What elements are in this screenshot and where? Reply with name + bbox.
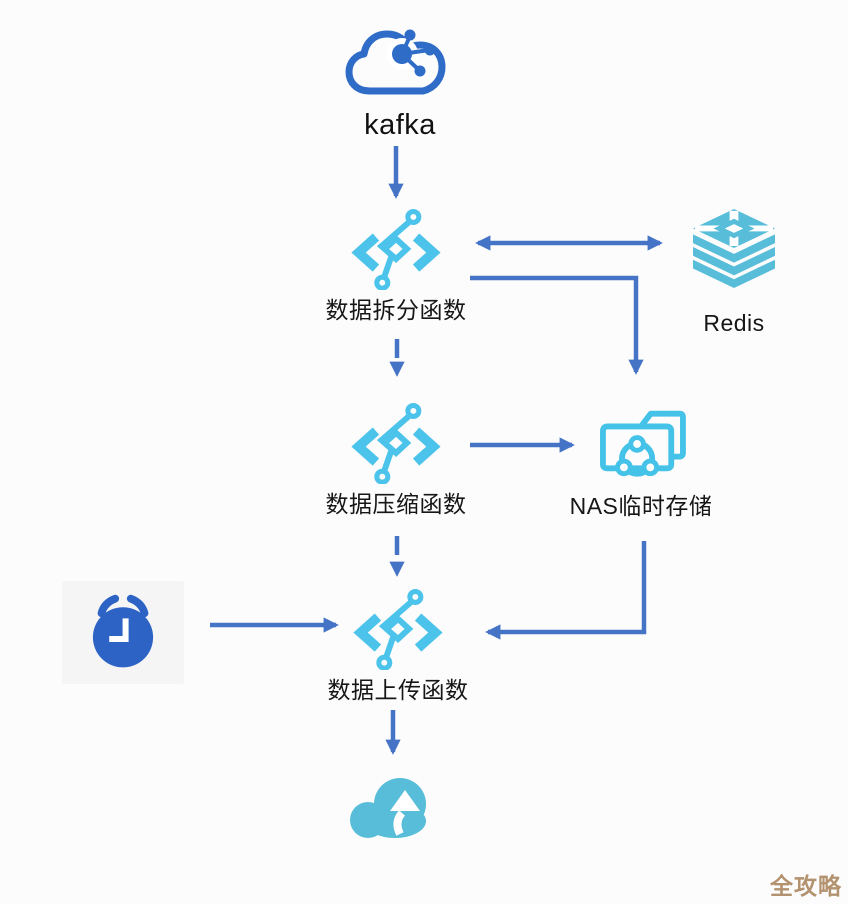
split-function-label: 数据拆分函数 xyxy=(325,297,467,323)
kafka-label: kafka xyxy=(364,109,436,141)
node-kafka: kafka xyxy=(336,24,464,142)
function-compute-icon xyxy=(351,402,441,485)
function-compute-icon xyxy=(351,208,441,291)
upload-function-label: 数据上传函数 xyxy=(327,677,469,703)
node-timer xyxy=(62,581,184,684)
node-cloud-upload xyxy=(348,776,438,845)
node-redis: Redis xyxy=(680,207,788,336)
alarm-clock-icon xyxy=(92,594,154,667)
connector-split-function-to-nas xyxy=(470,275,644,375)
watermark: 全攻略 xyxy=(770,873,842,899)
connector-nas-to-upload xyxy=(485,541,647,640)
node-compress-function: 数据压缩函数 xyxy=(310,400,482,517)
redis-label: Redis xyxy=(703,310,765,336)
cloud-upload-icon xyxy=(350,778,426,838)
timer-card xyxy=(62,581,184,684)
node-split-function: 数据拆分函数 xyxy=(310,206,482,323)
redis-stack-icon xyxy=(693,208,775,289)
node-upload-function: 数据上传函数 xyxy=(312,586,484,703)
compress-function-label: 数据压缩函数 xyxy=(325,491,467,517)
kafka-cloud-network-icon xyxy=(345,29,446,95)
nas-folder-share-icon xyxy=(600,410,686,477)
function-compute-icon xyxy=(353,588,443,671)
nas-label: NAS临时存储 xyxy=(569,493,713,519)
node-nas: NAS临时存储 xyxy=(562,402,720,519)
